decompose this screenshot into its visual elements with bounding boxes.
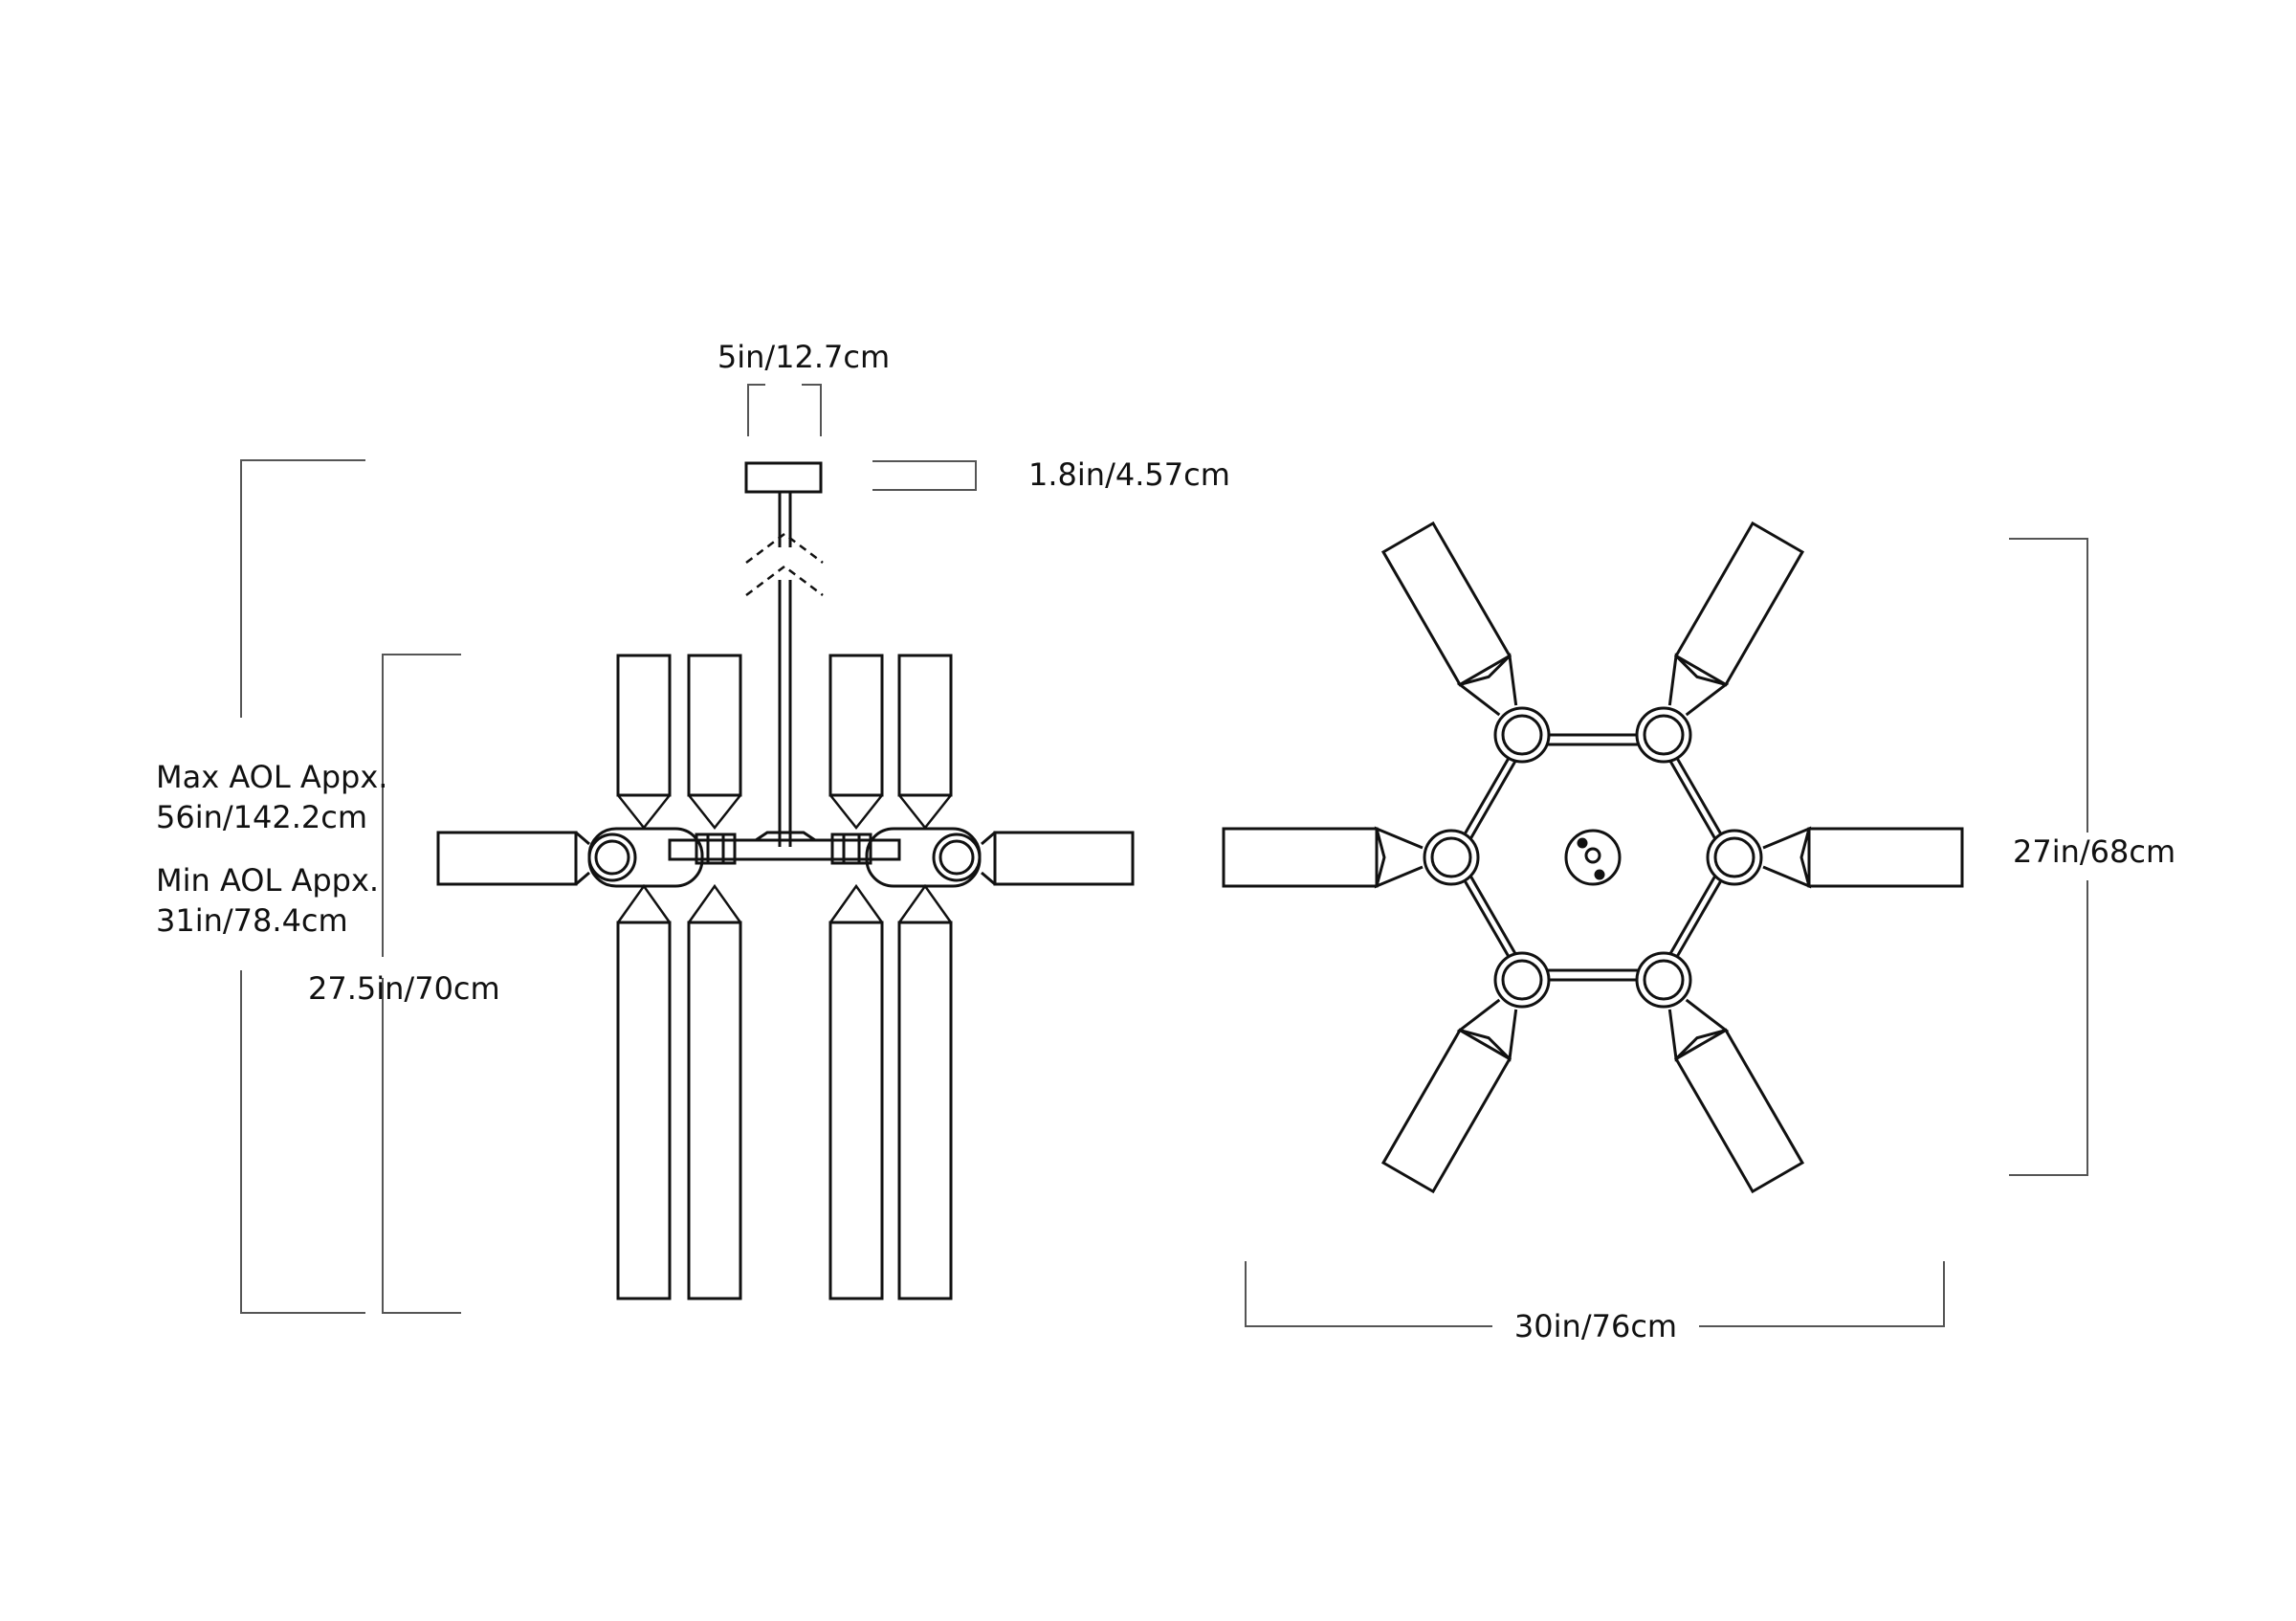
canopy-width-label: 5in/12.7cm (717, 339, 891, 375)
top-view-width-label: 30in/76cm (1513, 1308, 1678, 1344)
top-arm-upper-right (1667, 521, 1805, 717)
side-sockets (587, 827, 982, 888)
top-view-depth-bracket (2009, 538, 2088, 1176)
min-aol-title: Min AOL Appx. (156, 862, 380, 899)
top-view (1222, 521, 2088, 1327)
max-aol-bracket (240, 459, 365, 1314)
horizontal-cylinders (436, 831, 1135, 886)
hub-bar (668, 831, 901, 865)
canopy-width-bracket (747, 384, 822, 436)
fixture-height-bracket (382, 654, 461, 1314)
side-view (240, 384, 1135, 1314)
canopy (744, 461, 823, 494)
hexagon-frame (1449, 733, 1736, 982)
top-arm-lower-right (1667, 998, 1805, 1194)
canopy-height-label: 1.8in/4.57cm (1028, 456, 1230, 493)
upper-cones (617, 794, 952, 831)
max-aol-value: 56in/142.2cm (156, 799, 368, 835)
upper-cylinders (616, 654, 953, 797)
suspension-rod (778, 492, 792, 847)
canopy-height-bracket (872, 460, 977, 491)
top-arm-right (1762, 826, 1964, 889)
lower-cylinders (616, 921, 953, 1300)
top-view-width-bracket (1245, 1261, 1945, 1327)
lower-cones (616, 883, 953, 923)
min-aol-value: 31in/78.4cm (156, 902, 348, 939)
top-view-center-canopy (1564, 829, 1622, 886)
top-arm-left (1222, 826, 1424, 889)
top-view-sockets (1423, 706, 1763, 1009)
top-arm-upper-left (1380, 521, 1518, 717)
fixture-height-label: 27.5in/70cm (308, 970, 500, 1007)
rod-break-symbol (745, 532, 824, 596)
top-arm-lower-left (1380, 998, 1518, 1194)
max-aol-title: Max AOL Appx. (156, 759, 388, 795)
top-view-depth-label: 27in/68cm (2013, 833, 2176, 870)
